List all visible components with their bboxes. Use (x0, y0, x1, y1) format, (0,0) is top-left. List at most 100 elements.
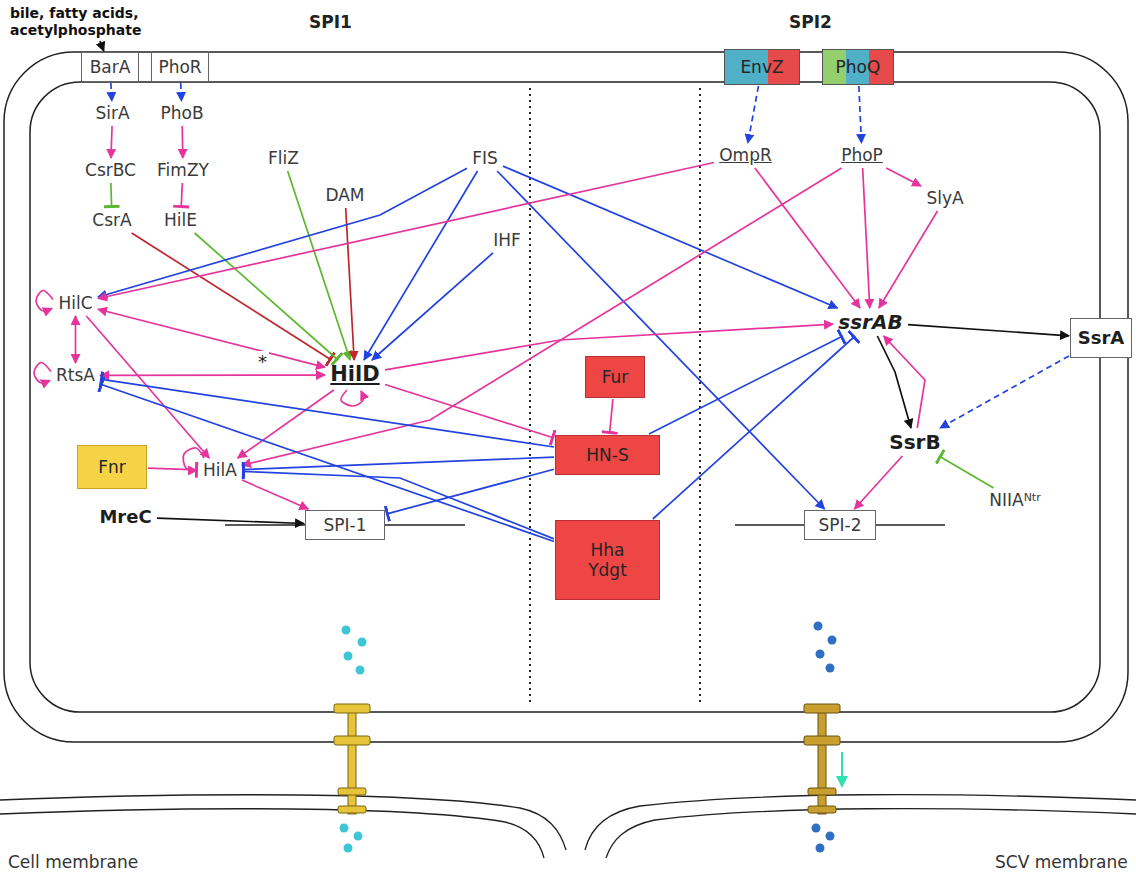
node-text: PhoR (158, 57, 201, 77)
node-text: FimZY (157, 160, 209, 180)
regulation-arrow (242, 168, 842, 465)
repressor-box: Fur (585, 356, 645, 398)
protein-box: SPI-2 (804, 510, 876, 540)
node-text: bile, fatty acids, acetylphosphate (10, 5, 175, 39)
regulator-label: CsrBC (80, 158, 141, 183)
sensor-kinase-box: EnvZ (724, 49, 800, 85)
regulation-arrow (98, 168, 467, 297)
regulation-arrow (653, 336, 855, 519)
regulation-arrow (75, 316, 77, 363)
regulation-arrow (132, 233, 332, 360)
regulation-arrow (36, 290, 53, 310)
regulation-arrow (385, 385, 554, 439)
node-text: SPI-2 (818, 515, 861, 535)
regulation-arrow (195, 233, 338, 360)
node-text: HN-S (586, 445, 628, 465)
section-heading: SPI1 (309, 12, 352, 32)
node-text: Fnr (98, 457, 126, 477)
node-text: ssrAB (838, 310, 902, 334)
scv-membrane (585, 795, 1136, 850)
node-text: CsrA (92, 210, 131, 230)
regulation-arrow (100, 374, 325, 376)
regulation-arrow (346, 208, 354, 360)
node-text: CsrBC (85, 160, 136, 180)
regulator-label: OmpR (714, 143, 777, 168)
regulation-arrow (503, 166, 837, 308)
regulator-label: RtsA (51, 363, 100, 388)
node-text: Fur (602, 367, 629, 387)
injectisome (334, 704, 370, 814)
node-text: SlyA (926, 188, 963, 208)
scv-membrane (606, 809, 1136, 858)
protein-box: PhoR (151, 52, 209, 82)
node-text: Hha Ydgt (578, 540, 638, 581)
node-text: FIS (472, 148, 498, 168)
node-text: SirA (95, 103, 129, 123)
outer-membrane (4, 52, 1128, 742)
membrane-label: SCV membrane (995, 852, 1128, 872)
regulation-arrow (157, 518, 304, 523)
protein-box: SsrA (1070, 318, 1132, 358)
regulation-arrow (100, 384, 554, 541)
regulator-label: HilA (198, 458, 242, 483)
regulator-label: HilD (325, 360, 385, 390)
node-text: IHF (493, 230, 521, 250)
footnote-mark: * (256, 351, 269, 373)
regulation-arrow (34, 362, 51, 382)
regulator-label: SlyA (921, 186, 969, 211)
node-text: SPI-1 (323, 515, 366, 535)
node-text: SsrA (1078, 327, 1125, 349)
node-text: HilE (164, 210, 197, 230)
regulation-arrow (939, 456, 994, 488)
regulation-arrow (884, 336, 925, 428)
regulator-label: MreC (94, 504, 157, 530)
regulation-arrow (372, 253, 493, 360)
regulator-label: SsrB (884, 428, 946, 456)
regulation-arrow (610, 399, 613, 434)
repressor-box: Hha Ydgt (555, 520, 660, 600)
node-text: PhoQ (836, 57, 881, 77)
node-text: HilD (330, 362, 379, 387)
regulator-label: SirA (90, 101, 135, 126)
regulator-label: PhoB (155, 101, 209, 126)
divider-line (699, 88, 701, 706)
regulator-label: ssrAB (833, 308, 908, 336)
repressor-box: HN-S (555, 435, 660, 475)
effector-dots (340, 626, 367, 853)
regulator-label: FimZY (152, 158, 214, 183)
connector-group (34, 41, 1069, 541)
regulation-arrow (110, 183, 112, 208)
regulator-label: DAM (320, 183, 370, 208)
node-text: OmpR (719, 145, 772, 165)
regulation-arrow (748, 86, 759, 143)
regulation-arrow (148, 468, 198, 470)
node-text: EnvZ (740, 57, 783, 77)
regulator-label: FIS (467, 146, 503, 171)
regulation-arrow (854, 456, 902, 509)
sensor-kinase-box: PhoQ (822, 49, 894, 85)
effector-dots (812, 622, 837, 853)
regulator-box: Fnr (77, 445, 147, 489)
node-text: DAM (325, 185, 364, 205)
regulation-arrow (908, 325, 1069, 336)
host-membrane (0, 809, 544, 858)
node-text: PhoB (160, 103, 203, 123)
regulation-arrow (877, 336, 911, 428)
regulation-arrow (98, 162, 714, 298)
node-text: MreC (99, 506, 151, 528)
regulation-arrow (98, 309, 325, 367)
signal-note: bile, fatty acids, acetylphosphate (5, 3, 180, 41)
regulation-arrow (879, 211, 938, 308)
node-text: HilA (203, 460, 237, 480)
regulation-arrow (649, 336, 843, 434)
node-text: BarA (90, 57, 131, 77)
regulation-arrow (111, 126, 112, 158)
membrane-label: Cell membrane (8, 852, 138, 872)
regulation-arrow (100, 379, 554, 447)
regulation-arrow (181, 126, 183, 158)
regulation-arrow (242, 457, 554, 469)
regulation-arrow (242, 471, 554, 538)
regulation-arrow (180, 83, 182, 101)
secretion-arrow (836, 752, 848, 788)
